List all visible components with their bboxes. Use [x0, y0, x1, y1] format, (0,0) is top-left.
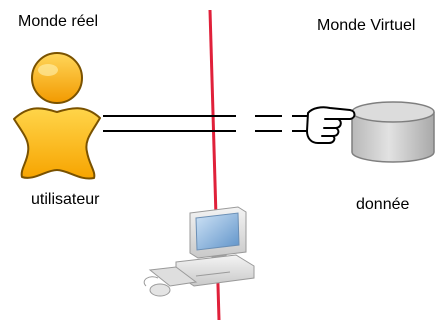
connection-lines — [103, 115, 312, 132]
real-world-label: Monde réel — [18, 13, 99, 30]
data-label: donnée — [356, 196, 410, 213]
user-icon — [13, 52, 101, 180]
virtual-world-label: Monde Virtuel — [317, 17, 416, 34]
pointing-hand-icon — [306, 106, 356, 144]
database-icon — [351, 101, 435, 163]
user-label: utilisateur — [31, 191, 100, 208]
computer-icon — [143, 206, 255, 297]
